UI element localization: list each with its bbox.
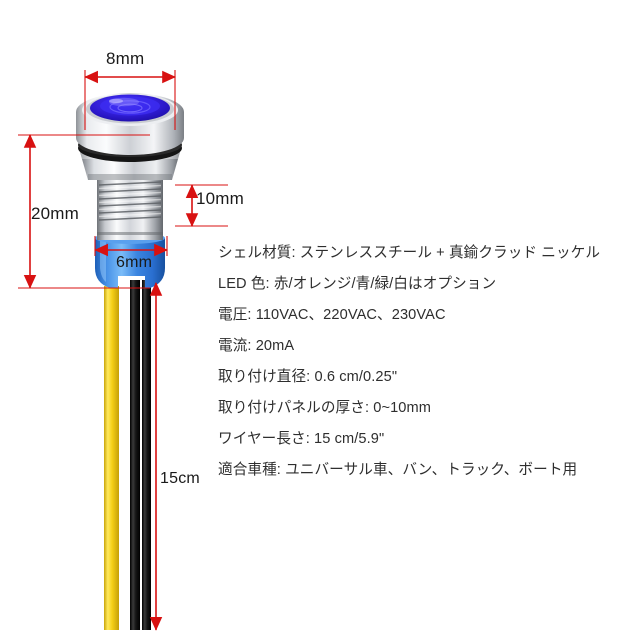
dimension-label-thread-length: 10mm	[196, 189, 245, 208]
spec-line-shell-material: シェル材質: ステンレススチール + 真鍮クラッド ニッケル	[218, 245, 601, 261]
dimension-label-outer-diameter: 8mm	[106, 49, 145, 68]
dim-line-20mm	[18, 134, 150, 289]
black-wire-1	[130, 280, 140, 630]
yellow-wire	[104, 286, 119, 630]
dimension-label-wire-length: 15cm	[160, 470, 200, 487]
specification-list: シェル材質: ステンレススチール + 真鍮クラッド ニッケル LED 色: 赤/…	[218, 238, 638, 486]
led-lens	[90, 94, 170, 122]
dimension-label-body-length: 20mm	[31, 204, 80, 223]
dim-line-8mm	[84, 70, 176, 130]
spec-line-panel-thickness: 取り付けパネルの厚さ: 0~10mm	[218, 400, 432, 416]
dimension-lines	[18, 70, 228, 631]
black-wire-2	[142, 280, 151, 630]
dim-line-6mm	[94, 236, 168, 257]
threaded-barrel	[97, 178, 163, 240]
spec-line-voltage: 電圧: 110VAC、220VAC、230VAC	[218, 307, 446, 323]
dim-line-10mm	[175, 184, 228, 227]
spec-line-current: 電流: 20mA	[218, 338, 295, 354]
spec-line-mounting-diameter: 取り付け直径: 0.6 cm/0.25"	[218, 369, 398, 385]
wire-group	[104, 280, 151, 630]
thread-ridges	[98, 181, 162, 221]
spec-line-wire-length: ワイヤー長さ: 15 cm/5.9"	[218, 431, 385, 447]
spec-line-vehicle-types: 適合車種: ユニバーサル車、バン、トラック、ボート用	[218, 462, 578, 478]
dimension-label-mounting-diameter: 6mm	[116, 254, 153, 271]
spec-line-led-color: LED 色: 赤/オレンジ/青/緑/白はオプション	[218, 276, 497, 292]
